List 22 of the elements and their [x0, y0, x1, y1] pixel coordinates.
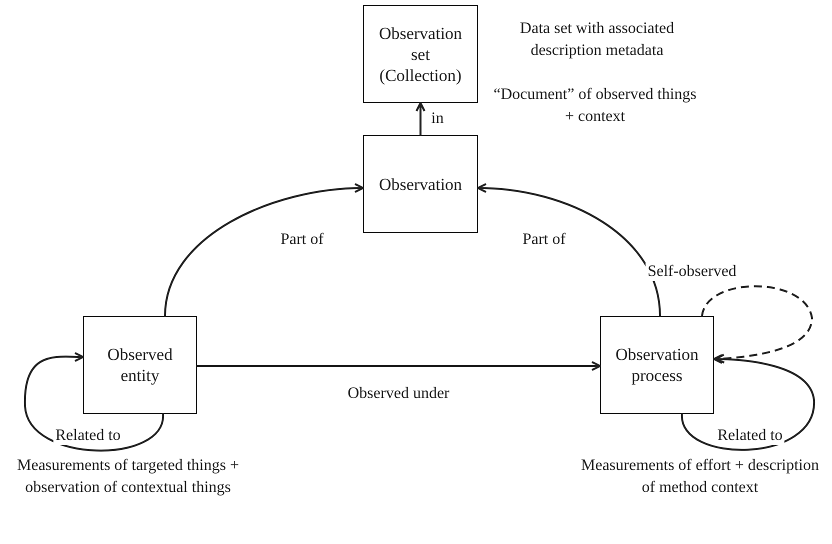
box-text: Observation process — [614, 344, 700, 386]
arrow — [681, 354, 815, 451]
arrow — [477, 183, 661, 316]
box-text: Observation — [378, 174, 462, 194]
arrow — [416, 102, 426, 135]
box-text: Observation set (Collection) — [378, 22, 464, 86]
annotation-text: Measurements of targeted things + observation of contextual things — [16, 456, 240, 498]
dashed-arrow — [701, 285, 813, 364]
process-box — [363, 5, 478, 103]
arrow — [164, 183, 364, 316]
edge-label: Related to — [53, 427, 123, 445]
annotation-text: Data set with associated description metadata — [518, 19, 676, 61]
process-box — [600, 316, 714, 414]
edge-label: Related to — [715, 427, 785, 445]
arrow — [197, 361, 601, 371]
process-box — [363, 135, 478, 233]
annotation-text: Measurements of effort + description of method context — [580, 456, 820, 498]
box-text: Observed entity — [106, 344, 174, 386]
annotation-text: “Document” of observed things + context — [492, 85, 698, 127]
edge-label: Self-observed — [646, 263, 738, 281]
arrow — [24, 352, 164, 452]
process-box — [83, 316, 197, 414]
